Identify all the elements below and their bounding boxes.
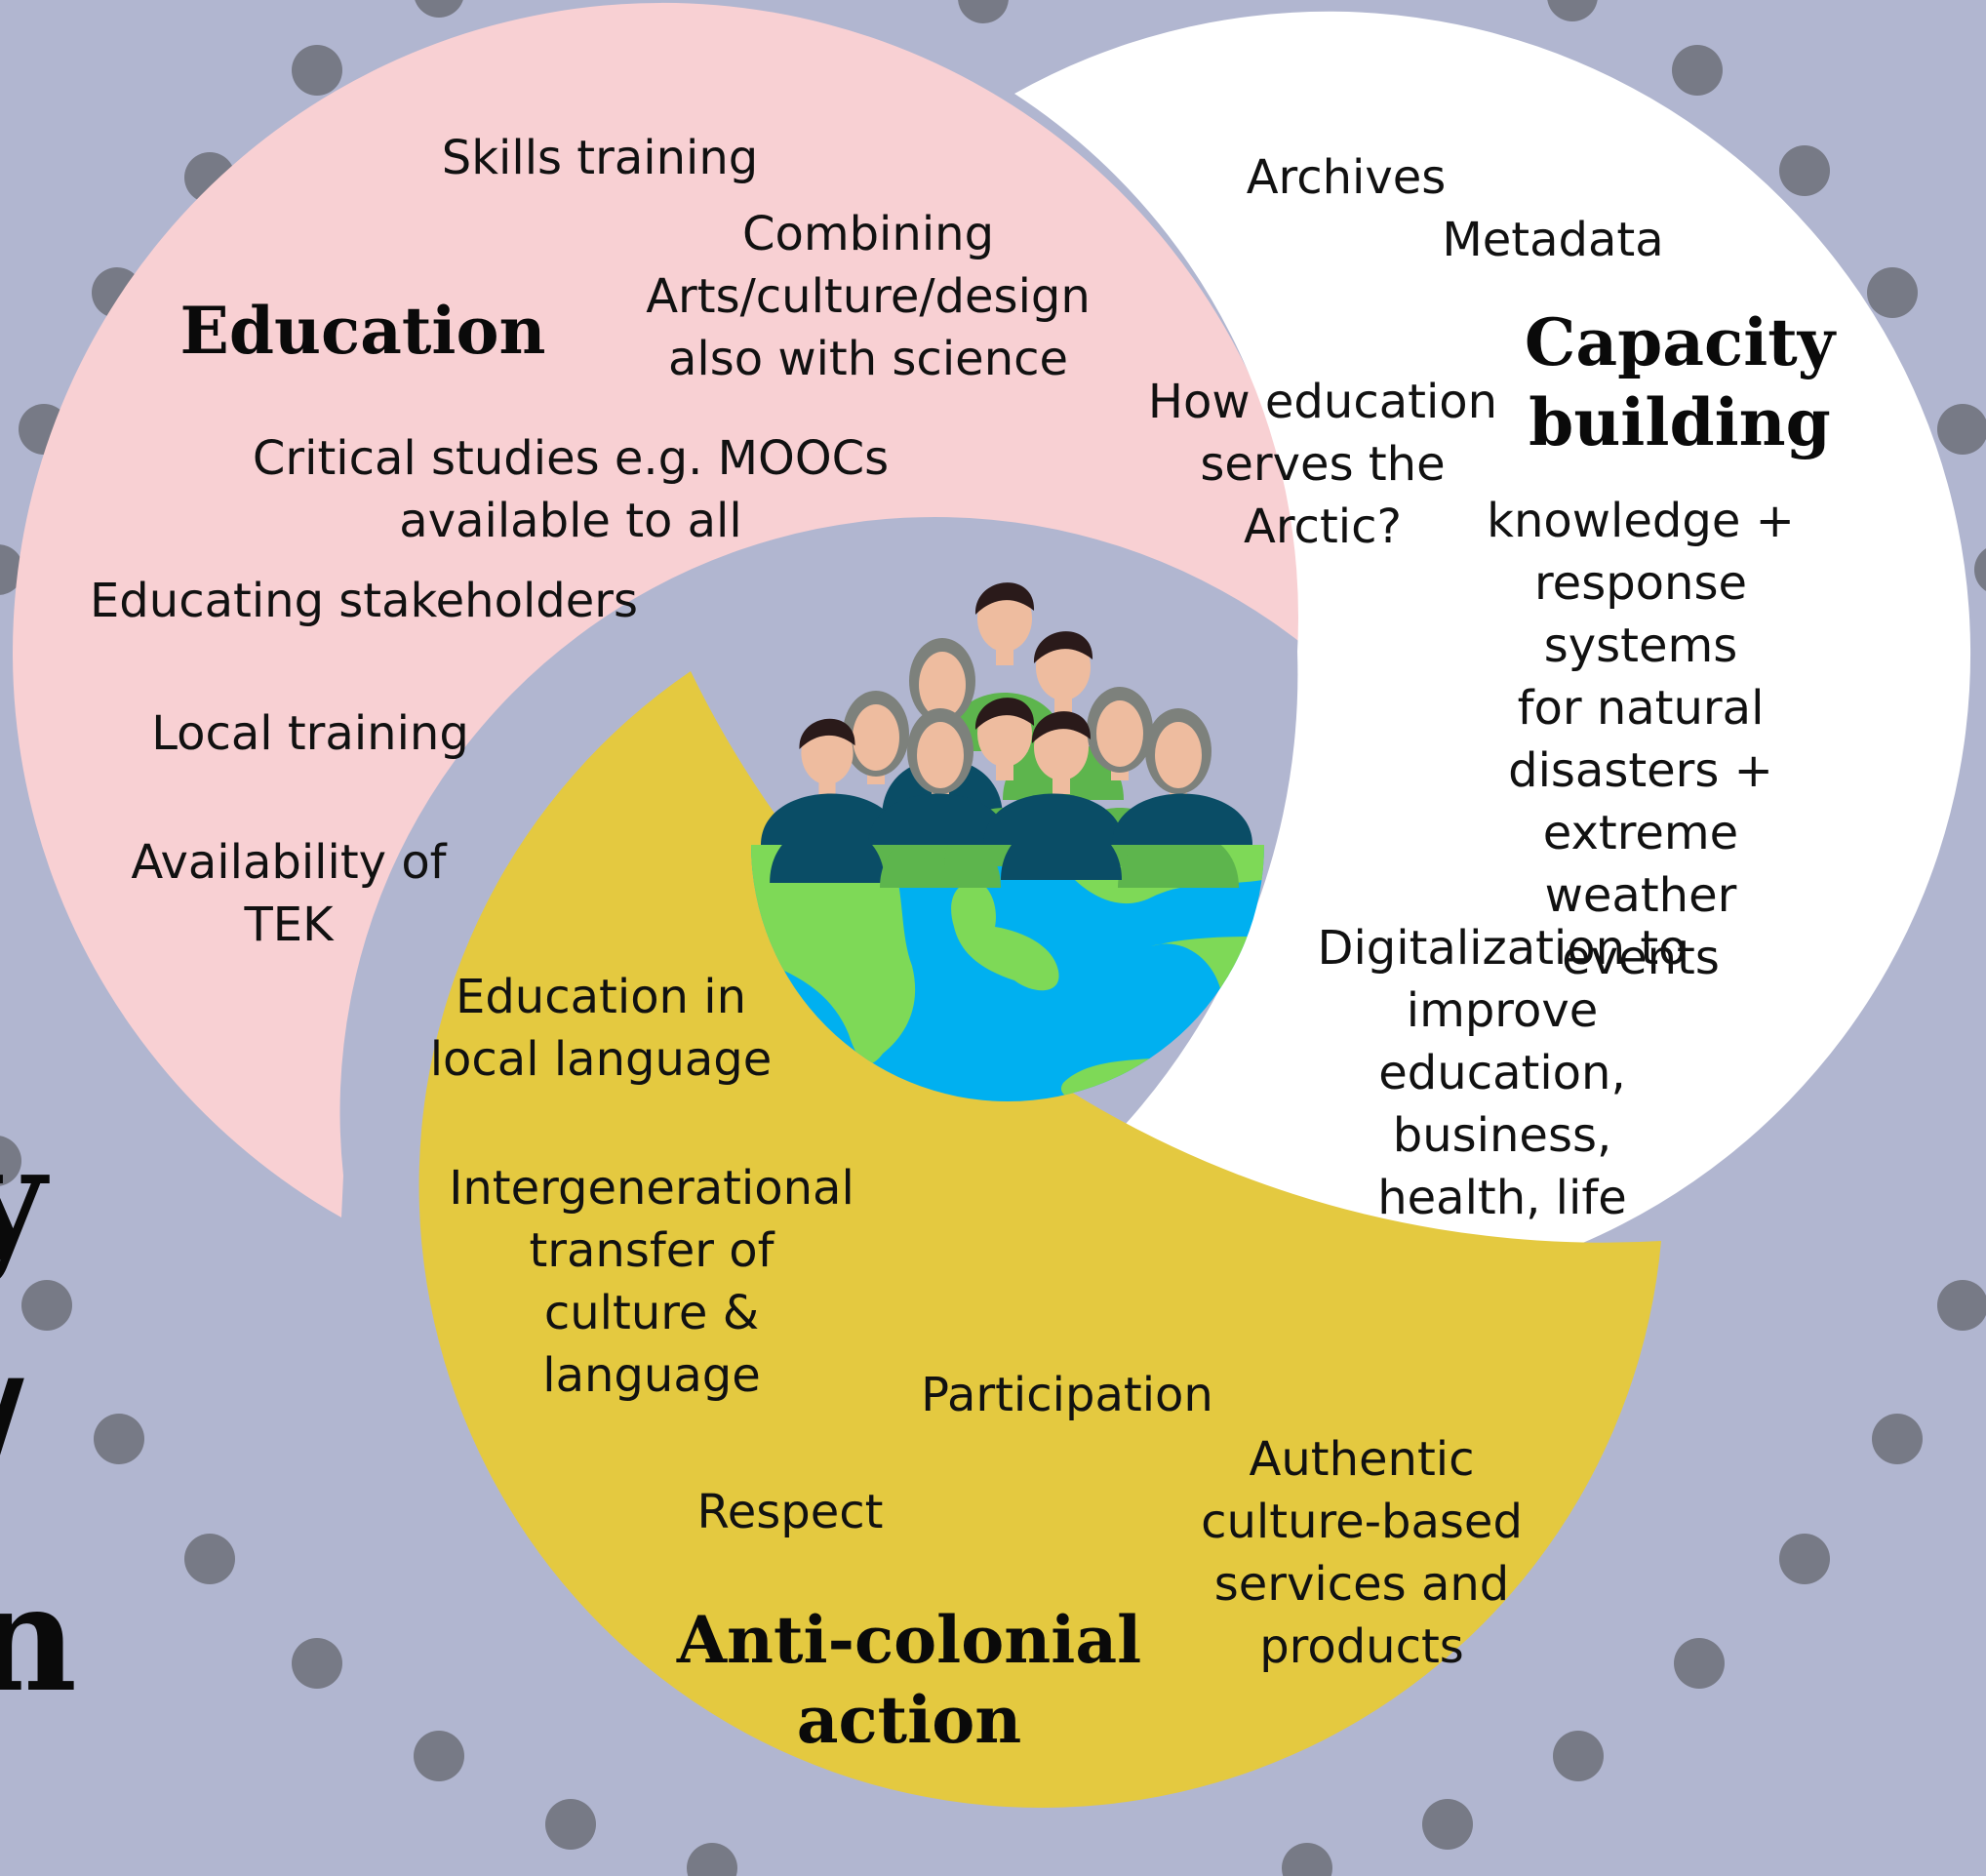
education-item-combining-arts: Combining Arts/culture/design also with …: [646, 207, 1091, 386]
anticolonial-item-intergenerational-transfer: Intergenerational transfer of culture & …: [449, 1161, 854, 1403]
background-dot: [958, 0, 1009, 23]
anticolonial-item-authentic-culture-based: Authentic culture-based services and pro…: [1201, 1432, 1523, 1674]
background-dot: [184, 1534, 235, 1584]
background-dot: [1672, 45, 1723, 96]
background-dot: [545, 1799, 596, 1850]
left-edge-glyph-3: n: [0, 1553, 78, 1725]
background-dot: [414, 1731, 464, 1781]
anti-colonial-action-lobe: [418, 671, 1661, 1809]
anticolonial-item-respect: Respect: [696, 1485, 884, 1539]
background-dot: [1674, 1638, 1725, 1689]
background-dot: [1937, 404, 1986, 455]
capacity-item-archives: Archives: [1246, 150, 1447, 205]
capacity-building-heading: Capacity building: [1524, 304, 1836, 460]
background-dot: [1422, 1799, 1473, 1850]
background-dot: [1779, 145, 1830, 196]
background-dot: [1867, 267, 1918, 318]
background-dot: [415, 0, 463, 18]
anticolonial-item-education-local-language: Education in local language: [429, 970, 773, 1087]
background-dot: [94, 1414, 144, 1464]
education-item-skills-training: Skills training: [441, 131, 759, 185]
background-dot: [1547, 0, 1598, 21]
anti-colonial-action-heading: Anti-colonial action: [676, 1602, 1142, 1758]
capacity-building-lobe: [1014, 11, 1971, 1296]
capacity-item-how-education-serves-arctic: How education serves the Arctic?: [1147, 375, 1498, 554]
left-edge-glyph-1: y: [0, 1114, 47, 1286]
background-dot: [1937, 1280, 1986, 1331]
education-lobe: [13, 2, 1313, 1218]
person-shoulders-icon: [761, 793, 901, 845]
background-dot: [1974, 548, 1986, 591]
background-dot: [1553, 1731, 1604, 1781]
background-dot: [21, 1280, 72, 1331]
background-dot: [1872, 1414, 1923, 1464]
education-item-availability-of-tek: Availability of TEK: [131, 835, 447, 952]
background-dot: [0, 1136, 21, 1186]
education-item-local-training: Local training: [151, 706, 469, 761]
person-shoulders-icon: [1112, 793, 1252, 845]
background-dot: [1282, 1843, 1332, 1876]
education-heading: Education: [179, 293, 546, 369]
person-shoulders-icon: [868, 793, 1009, 845]
anticolonial-item-participation: Participation: [921, 1368, 1213, 1422]
education-item-critical-studies: Critical studies e.g. MOOCs available to…: [252, 431, 890, 548]
background-dot: [292, 1638, 342, 1689]
background-dot: [292, 45, 342, 96]
capacity-item-digitalization: Digitalization to improve education, bus…: [1317, 921, 1688, 1225]
background-dot: [1779, 1534, 1830, 1584]
left-edge-glyph-2: /: [0, 1356, 24, 1512]
background-dot: [687, 1843, 737, 1876]
capacity-item-knowledge-response-systems: knowledge + response systems for natural…: [1487, 494, 1795, 985]
capacity-item-metadata: Metadata: [1442, 213, 1664, 267]
education-item-educating-stakeholders: Educating stakeholders: [89, 574, 639, 628]
person-shoulders-icon: [983, 793, 1124, 845]
